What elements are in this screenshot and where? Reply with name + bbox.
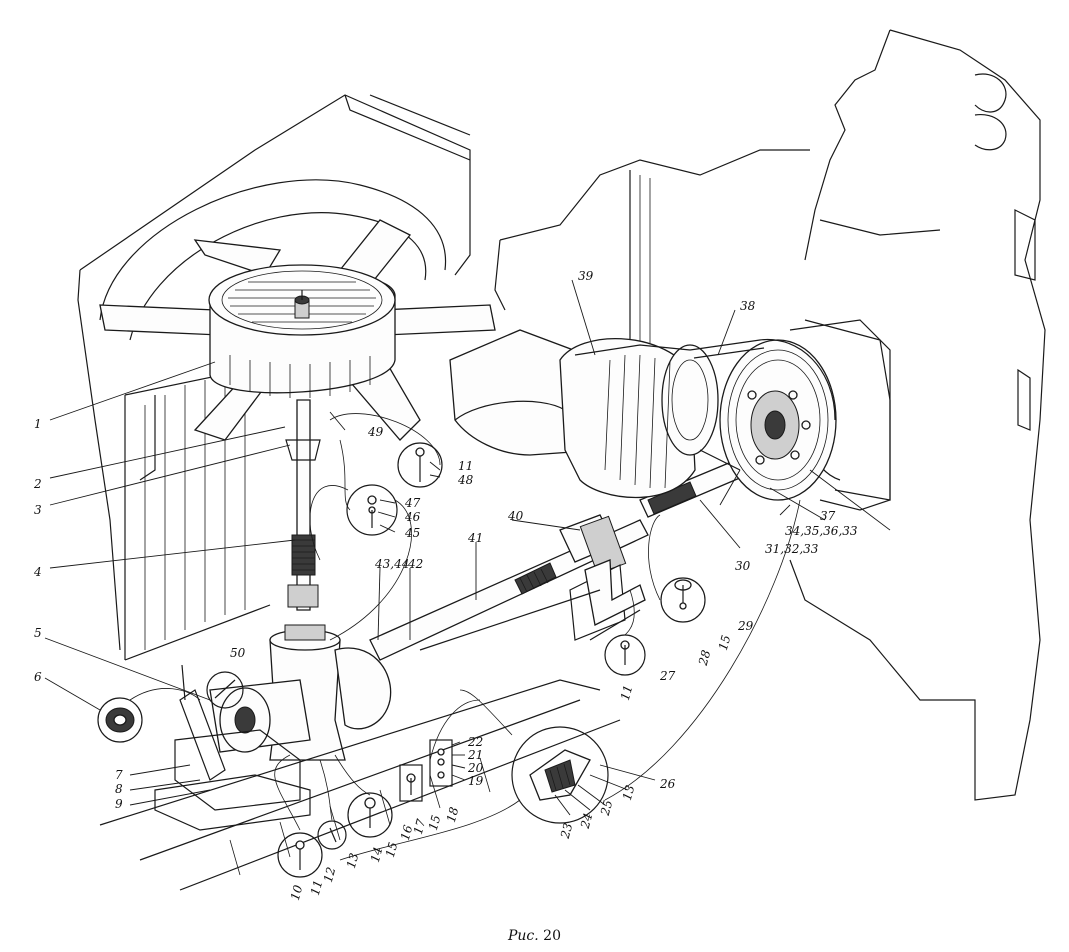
crankshaft-pulley	[689, 319, 891, 511]
callout-6: 6	[34, 670, 42, 684]
callout-29: 29	[737, 619, 754, 633]
callout-8: 8	[115, 782, 123, 796]
callout-39: 39	[578, 269, 594, 283]
callout-11c: 11	[458, 459, 473, 473]
callout-30: 30	[735, 559, 751, 573]
callout-5: 5	[34, 626, 42, 640]
callout-15: 15	[383, 841, 400, 859]
callout-7: 7	[115, 768, 123, 782]
callout-1: 1	[34, 417, 42, 431]
callout-31-33: 31,32,33	[765, 542, 819, 556]
callout-49: 49	[367, 425, 384, 439]
callout-27: 27	[659, 669, 676, 683]
callout-9: 9	[115, 797, 123, 811]
callout-47: 47	[404, 496, 421, 510]
callout-3: 3	[34, 503, 42, 517]
callout-16: 16	[398, 823, 416, 842]
callout-13b: 13	[620, 783, 638, 802]
callout-34-36-33: 34,35,36,33	[785, 524, 858, 538]
callout-37: 37	[820, 509, 836, 523]
callout-42: 42	[407, 557, 423, 571]
callout-17: 17	[411, 817, 429, 836]
callout-40: 40	[507, 509, 524, 523]
caption-prefix: Рис.	[507, 928, 539, 944]
callout-23: 23	[558, 821, 576, 841]
callout-25: 25	[598, 799, 616, 818]
callout-15b: 15	[426, 814, 443, 832]
callout-20: 20	[467, 761, 484, 775]
callout-28: 28	[696, 648, 714, 668]
fluid-coupling-assembly	[449, 329, 719, 499]
figure-caption: Рис. 20	[0, 928, 1069, 944]
leader-lines	[44, 279, 891, 816]
connection-loops	[129, 413, 801, 861]
callout-26: 26	[659, 777, 676, 791]
callout-50: 50	[230, 646, 246, 660]
callout-4: 4	[33, 565, 42, 579]
callout-12: 12	[321, 866, 338, 884]
callout-24: 24	[578, 812, 596, 831]
callout-labels: 1 2 3 4 5 6 7 8 9 10 11 12 13 14 15 16 1…	[33, 269, 858, 902]
callout-11: 11	[308, 879, 325, 897]
callout-11b: 11	[618, 684, 635, 702]
gearbox-housing	[154, 624, 392, 831]
callout-18: 18	[444, 805, 462, 824]
callout-41: 41	[467, 531, 483, 545]
callout-21: 21	[467, 748, 483, 762]
callout-38: 38	[740, 299, 756, 313]
callout-48: 48	[457, 473, 474, 487]
callout-13: 13	[344, 851, 362, 870]
callout-22: 22	[467, 735, 483, 749]
callout-43-44: 43,44	[374, 557, 409, 571]
callout-2: 2	[33, 477, 42, 491]
callout-46: 46	[404, 510, 421, 524]
callout-14: 14	[368, 846, 385, 864]
fan-impeller	[99, 219, 496, 611]
callout-10: 10	[288, 883, 306, 902]
detail-insets	[97, 442, 706, 878]
callout-19: 19	[468, 774, 484, 788]
callout-15c: 15	[716, 634, 733, 652]
caption-number: 20	[543, 928, 561, 944]
callout-45: 45	[404, 526, 420, 540]
